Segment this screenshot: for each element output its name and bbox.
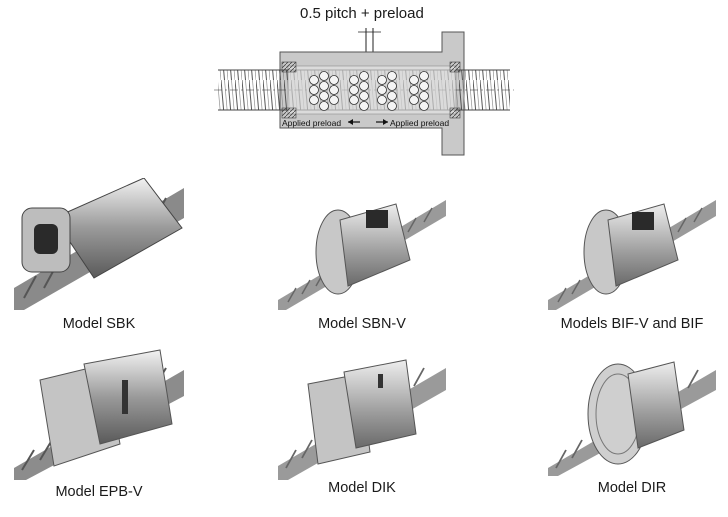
caption-dik: Model DIK [328,480,396,496]
applied-preload-left-label: Applied preload [282,118,341,128]
ball-screw-sbk-photo [14,178,184,310]
caption-bif: Models BIF-V and BIF [560,316,704,332]
ball-screw-dik-photo [278,340,446,480]
caption-epb-v: Model EPB-V [55,484,143,500]
ball-screw-sbn-v-photo [278,190,446,310]
caption-sbn-v: Model SBN-V [318,316,406,332]
ball-screw-dir-photo [548,344,716,476]
caption-dir: Model DIR [597,480,667,496]
caption-sbk: Model SBK [62,316,136,332]
applied-preload-right-label: Applied preload [390,118,449,128]
ball-screw-epb-v-photo [14,340,184,480]
pitch-preload-label: 0.5 pitch + preload [300,5,424,22]
ball-screw-bif-photo [548,190,716,310]
preload-cross-section-diagram: Applied preload Applied preload [214,0,514,160]
